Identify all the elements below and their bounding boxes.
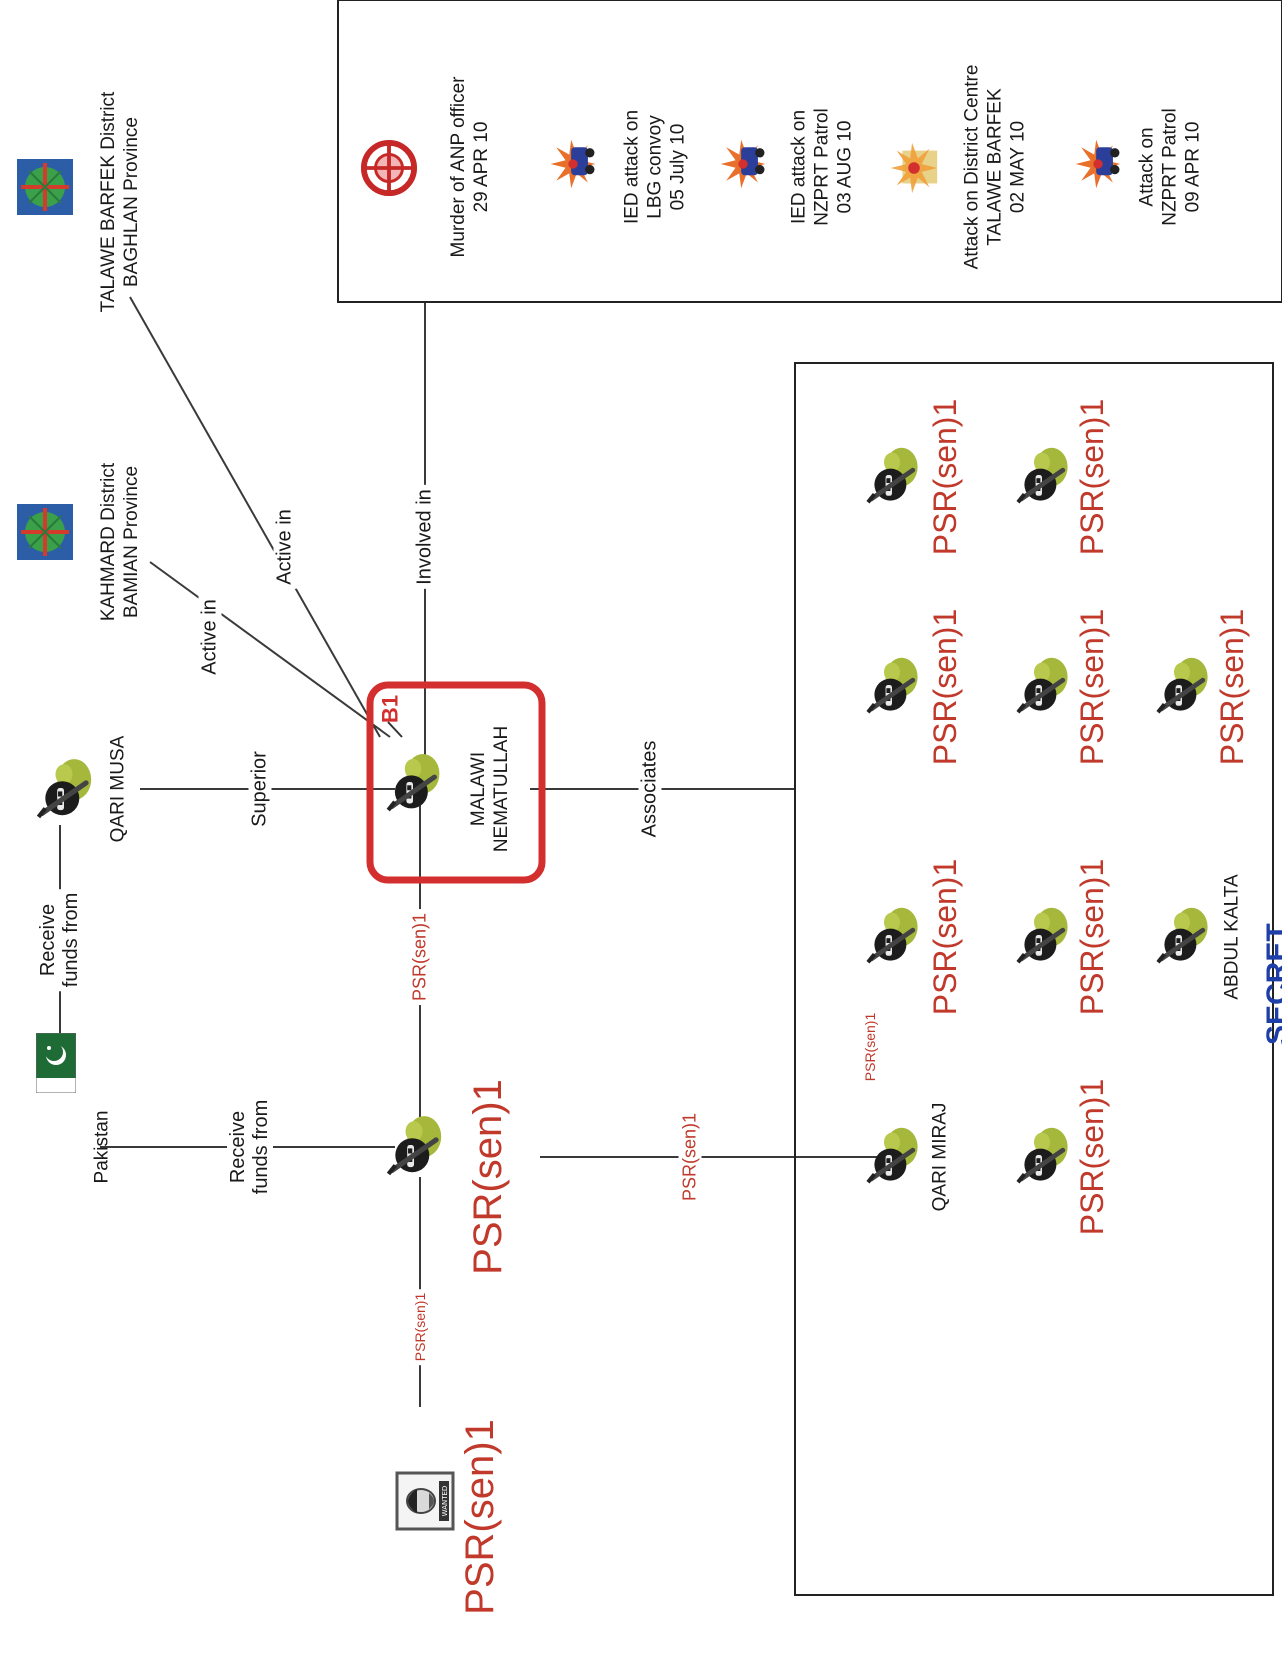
explosion-vehicle-icon <box>715 136 771 192</box>
edge-label-funder-to-group: PSR(sen)1 <box>678 1108 702 1206</box>
insurgent-icon <box>380 749 446 815</box>
associate-name: PSR(sen)1 <box>927 608 963 766</box>
insurgent-icon <box>380 1111 448 1179</box>
district-map-icon <box>15 502 75 562</box>
talawe-label-line-1: TALAWE BARFEK District <box>98 91 119 313</box>
associate-name: ABDUL KALTA <box>1221 874 1243 1000</box>
incident-line: NZPRT Patrol <box>811 108 833 226</box>
main-funder-caption: PSR(sen)1 <box>466 1079 510 1275</box>
kahmard-label-line-1: KAHMARD District <box>98 462 119 622</box>
edge-label-line-2: funds from <box>60 892 82 988</box>
incident-label: Attack on District Centre TALAWE BARFEK … <box>961 65 1030 270</box>
insurgent-icon <box>1150 653 1214 717</box>
edge-label-line-1: Receive <box>37 903 59 977</box>
insurgent-icon <box>30 754 98 822</box>
incident-line: Attack on District Centre <box>961 64 983 270</box>
qari-musa-label: QARI MUSA <box>107 735 129 843</box>
incident-line: 29 APR 10 <box>471 121 492 213</box>
insurgent-icon <box>1010 443 1074 507</box>
edge-label-active-in-kahmard: Active in <box>198 595 222 679</box>
insurgent-icon <box>860 903 924 967</box>
incidents-box <box>337 0 1282 303</box>
incident-label: Attack on NZPRT Patrol 09 APR 10 <box>1136 108 1205 226</box>
edge-label-line-2: funds from <box>250 1099 272 1195</box>
incident-line: IED attack on <box>788 109 810 225</box>
malawi-label-line-1: MALAWI <box>468 751 489 827</box>
edge-label-superior: Superior <box>248 747 272 831</box>
edge-label-pakistan-to-musa: Receive funds from <box>37 888 83 992</box>
edge-label-associates: Associates <box>638 736 662 842</box>
malawi-label-line-2: NEMATULLAH <box>491 725 512 853</box>
associate-name: QARI MIRAJ <box>929 1102 951 1212</box>
explosion-vehicle-icon <box>1070 136 1126 192</box>
edge-malawi-to-talawe <box>129 296 381 738</box>
edge-label-involved-in: Involved in <box>413 485 437 589</box>
associate-name: PSR(sen)1 <box>1074 1078 1110 1236</box>
insurgent-icon <box>1010 1123 1074 1187</box>
pakistan-label: Pakistan <box>91 1110 113 1184</box>
incident-line: 09 APR 10 <box>1182 121 1204 213</box>
incident-label: Murder of ANP officer 29 APR 10 <box>447 77 493 258</box>
explosion-vehicle-icon <box>545 136 601 192</box>
insurgent-icon <box>860 1123 924 1187</box>
associate-name: PSR(sen)1 <box>1074 608 1110 766</box>
b1-pointer <box>387 721 403 738</box>
talawe-label-line-2: BAGHLAN Province <box>121 116 142 288</box>
district-map-icon <box>15 157 75 217</box>
highlight-box <box>366 681 546 884</box>
incident-line: 02 MAY 10 <box>1007 120 1029 214</box>
insurgent-icon <box>1150 903 1214 967</box>
associates-box <box>794 362 1274 1596</box>
incident-line: LBG convoy <box>644 115 666 219</box>
edge-label-top-to-funder: PSR(sen)1 <box>412 1288 428 1366</box>
insurgent-icon <box>1010 903 1074 967</box>
insurgent-icon <box>860 443 924 507</box>
incident-line: Attack on <box>1136 127 1158 207</box>
edge-label-funder-to-malawi: PSR(sen)1 <box>408 908 432 1006</box>
insurgent-icon <box>860 653 924 717</box>
malawi-nematullah-label: MALAWI NEMATULLAH <box>467 726 513 852</box>
associate-name: PSR(sen)1 <box>927 398 963 556</box>
pakistan-flag-icon <box>36 1033 76 1093</box>
kahmard-label: KAHMARD District BAMIAN Province <box>97 463 143 621</box>
edge-label-miraj-to-associate: PSR(sen)1 <box>862 1009 878 1085</box>
incident-line: 03 AUG 10 <box>834 120 856 214</box>
edge-label-line-1: Receive <box>227 1110 249 1184</box>
top-person-caption: PSR(sen)1 <box>458 1419 502 1615</box>
edge-malawi-to-kahmard <box>149 561 391 738</box>
associate-name: PSR(sen)1 <box>1214 608 1250 766</box>
explosion-building-icon <box>885 139 943 197</box>
talawe-label: TALAWE BARFEK District BAGHLAN Province <box>97 92 143 313</box>
classification-marking: SECRET <box>1261 923 1282 1045</box>
associate-name: PSR(sen)1 <box>1074 398 1110 556</box>
incident-label: IED attack on NZPRT Patrol 03 AUG 10 <box>788 108 857 226</box>
b1-tag: B1 <box>377 694 403 724</box>
insurgent-icon <box>1010 653 1074 717</box>
associate-name: PSR(sen)1 <box>927 858 963 1016</box>
kahmard-label-line-2: BAMIAN Province <box>121 465 142 619</box>
incident-label: IED attack on LBG convoy 05 July 10 <box>621 110 690 224</box>
incident-line: 05 July 10 <box>667 123 689 211</box>
edge-label-pakistan-to-funder: Receive funds from <box>227 1095 273 1199</box>
associate-name: PSR(sen)1 <box>1074 858 1110 1016</box>
incident-line: TALAWE BARFEK <box>984 88 1006 246</box>
incident-line: NZPRT Patrol <box>1159 108 1181 226</box>
incident-line: Murder of ANP officer <box>448 76 469 258</box>
wanted-portrait-icon <box>395 1470 455 1532</box>
target-icon <box>360 139 418 197</box>
edge-label-active-in-talawe: Active in <box>273 505 297 589</box>
incident-line: IED attack on <box>621 109 643 225</box>
